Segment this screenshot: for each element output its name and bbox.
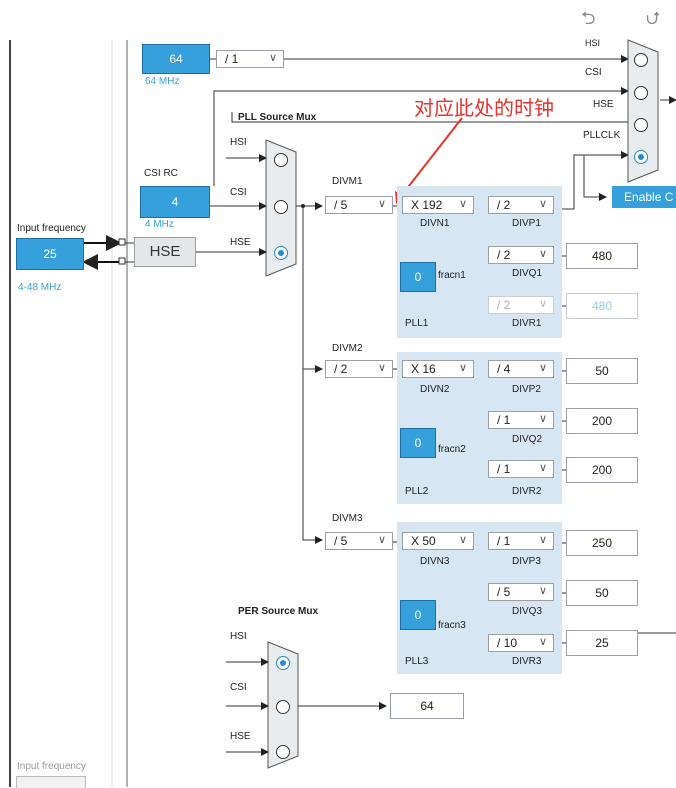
pllmux-hsi-label: HSI	[230, 137, 247, 148]
divn2-select[interactable]: X 16∨	[402, 360, 474, 378]
permux-radio-hse[interactable]	[276, 745, 290, 759]
pll-source-mux-title: PLL Source Mux	[238, 112, 317, 123]
permux-hsi-label: HSI	[230, 631, 247, 642]
pll3-name: PLL3	[405, 656, 429, 667]
bottom-input-frequency-label: Input frequency	[17, 761, 86, 772]
divr1-select[interactable]: / 2∨	[488, 296, 554, 314]
sysmux-radio-csi[interactable]	[634, 86, 648, 100]
sysmux-hse-label: HSE	[593, 99, 614, 110]
fracn1-title: fracn1	[438, 270, 466, 281]
divm3-title: DIVM3	[332, 513, 363, 524]
enable-css-button[interactable]: Enable C	[612, 186, 676, 208]
divr3-title: DIVR3	[512, 656, 542, 667]
csi-value-box[interactable]: 4	[140, 186, 210, 218]
divm3-select[interactable]: / 5∨	[325, 532, 393, 550]
csi-freq-label: 4 MHz	[145, 219, 174, 230]
divq2-title: DIVQ2	[512, 434, 543, 445]
pll1-name: PLL1	[405, 318, 429, 329]
divr3-output[interactable]: 25	[566, 630, 638, 656]
divr1-title: DIVR1	[512, 318, 542, 329]
input-frequency-range: 4-48 MHz	[18, 282, 62, 293]
divp1-title: DIVP1	[512, 218, 541, 229]
redo-icon[interactable]: ⮍	[646, 8, 661, 28]
divm2-select[interactable]: / 2∨	[325, 360, 393, 378]
divq3-output[interactable]: 50	[566, 580, 638, 606]
input-frequency-label: Input frequency	[17, 223, 86, 234]
divq3-select[interactable]: / 5∨	[488, 583, 554, 601]
permux-radio-hsi[interactable]	[276, 656, 290, 670]
csi-rc-title: CSI RC	[144, 168, 178, 179]
pllmux-radio-csi[interactable]	[274, 200, 288, 214]
sysmux-hsi-label: HSI	[585, 38, 601, 48]
hsi-freq-label: 64 MHz	[145, 76, 180, 87]
pllmux-radio-hse[interactable]	[274, 246, 288, 260]
divm2-title: DIVM2	[332, 343, 363, 354]
divq2-output[interactable]: 200	[566, 408, 638, 434]
permux-radio-csi[interactable]	[276, 700, 290, 714]
divr2-title: DIVR2	[512, 486, 542, 497]
divn3-select[interactable]: X 50∨	[402, 532, 474, 550]
fracn2-title: fracn2	[438, 444, 466, 455]
hsi-value-box[interactable]: 64	[142, 44, 210, 74]
divm1-select[interactable]: / 5∨	[325, 196, 393, 214]
undo-icon[interactable]: ⮌	[581, 8, 596, 28]
divp3-select[interactable]: / 1∨	[488, 532, 554, 550]
per-source-mux-title: PER Source Mux	[238, 606, 319, 617]
divn2-title: DIVN2	[420, 384, 450, 395]
divp1-select[interactable]: / 2∨	[488, 196, 554, 214]
sysmux-radio-pllclk[interactable]	[634, 150, 648, 164]
hse-box[interactable]: HSE	[134, 237, 196, 267]
sysmux-pllclk-label: PLLCLK	[583, 130, 621, 141]
divr2-select[interactable]: / 1∨	[488, 460, 554, 478]
input-frequency-box[interactable]: 25	[16, 238, 84, 270]
divr2-output[interactable]: 200	[566, 457, 638, 483]
pllmux-hse-label: HSE	[230, 237, 251, 248]
divp3-title: DIVP3	[512, 556, 541, 567]
permux-hse-label: HSE	[230, 731, 251, 742]
hsi-divider-select[interactable]: / 1∨	[216, 50, 284, 68]
pllmux-csi-label: CSI	[230, 187, 247, 198]
bottom-input-frequency-box[interactable]	[16, 776, 86, 788]
annotation-text: 对应此处的时钟	[414, 96, 554, 120]
pll2-name: PLL2	[405, 486, 429, 497]
divq1-title: DIVQ1	[512, 268, 543, 279]
fracn2-box[interactable]: 0	[400, 428, 436, 458]
divp2-title: DIVP2	[512, 384, 541, 395]
fracn3-box[interactable]: 0	[400, 600, 436, 630]
divq3-title: DIVQ3	[512, 606, 543, 617]
divq1-select[interactable]: / 2∨	[488, 246, 554, 264]
permux-csi-label: CSI	[230, 682, 247, 693]
divq1-output[interactable]: 480	[566, 243, 638, 269]
divr3-select[interactable]: / 10∨	[488, 634, 554, 652]
per-clock-output[interactable]: 64	[390, 693, 464, 719]
fracn1-box[interactable]: 0	[400, 262, 436, 292]
sysmux-csi-label: CSI	[585, 67, 602, 78]
divr1-output[interactable]: 480	[566, 293, 638, 319]
divn1-title: DIVN1	[420, 218, 450, 229]
divp2-select[interactable]: / 4∨	[488, 360, 554, 378]
divm1-title: DIVM1	[332, 176, 363, 187]
divn1-select[interactable]: X 192∨	[402, 196, 474, 214]
fracn3-title: fracn3	[438, 620, 466, 631]
pllmux-radio-hsi[interactable]	[274, 153, 288, 167]
sysmux-radio-hse[interactable]	[634, 118, 648, 132]
divp2-output[interactable]: 50	[566, 358, 638, 384]
divp3-output[interactable]: 250	[566, 530, 638, 556]
divn3-title: DIVN3	[420, 556, 450, 567]
divq2-select[interactable]: / 1∨	[488, 411, 554, 429]
sysmux-radio-hsi[interactable]	[634, 53, 648, 67]
